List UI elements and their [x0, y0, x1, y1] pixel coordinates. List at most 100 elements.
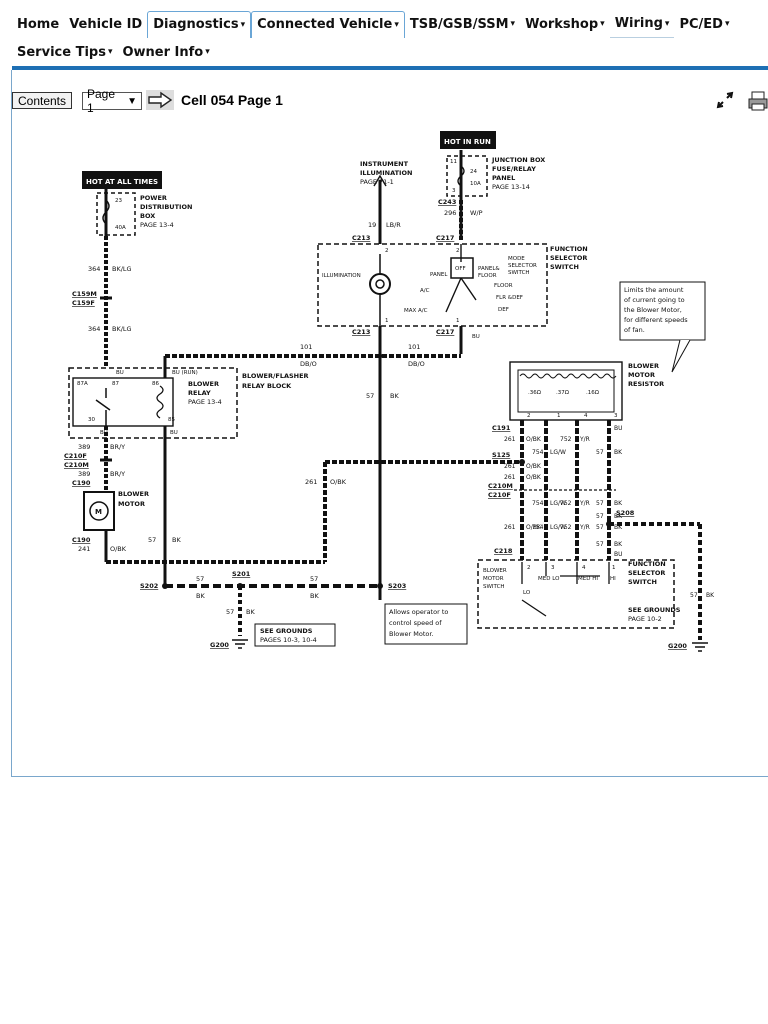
wire-color: LG/W — [550, 500, 566, 507]
wire-color: DB/O — [408, 360, 425, 368]
resistance-value: .36Ω — [528, 390, 541, 396]
arrow-right-icon — [148, 91, 173, 109]
wire-number: 57 — [690, 592, 698, 599]
nav-connected-vehicle[interactable]: Connected Vehicle▾ — [251, 10, 405, 38]
resistance-value: .37Ω — [556, 390, 569, 396]
nav-tsb-gsb-ssm[interactable]: TSB/GSB/SSM▾ — [405, 11, 520, 37]
wire-color: O/BK — [526, 474, 542, 481]
connector-label: C210M — [64, 461, 89, 469]
chevron-down-icon: ▾ — [664, 18, 670, 29]
jb-label: PAGE 13-14 — [492, 183, 530, 191]
pin-number: 85 — [168, 417, 175, 423]
wire-color: BU — [116, 370, 124, 376]
wire-number: 19 — [368, 221, 376, 229]
resistor-label: BLOWER — [628, 362, 659, 370]
wire-number: 261 — [504, 463, 516, 470]
inst-label: ILLUMINATION — [360, 169, 412, 177]
wire-number: 261 — [504, 524, 516, 531]
resistor-label: RESISTOR — [628, 380, 664, 388]
switch-label: SWITCH — [483, 584, 505, 590]
connector-label: C217 — [436, 328, 454, 336]
wire-color: Y/R — [579, 500, 590, 507]
nav-home[interactable]: Home — [12, 11, 64, 37]
pin-number: 1 — [385, 318, 389, 324]
wire-color: BK — [390, 392, 399, 400]
connector-label: C217 — [436, 234, 454, 242]
wire-color: BK — [614, 541, 623, 548]
mode-label: SELECTOR — [508, 263, 537, 269]
switch-position: FLR &DEF — [496, 295, 523, 301]
wire-number: 296 — [444, 209, 456, 217]
page-select-value: Page 1 — [87, 87, 116, 115]
hot-at-all-times-label: HOT AT ALL TIMES — [86, 178, 158, 186]
fss2-label: SELECTOR — [628, 569, 665, 577]
resistance-value: .16Ω — [586, 390, 599, 396]
pdb-label: DISTRIBUTION — [140, 203, 192, 211]
splice-label: S208 — [616, 509, 635, 517]
fuse-rating: 10A — [470, 181, 481, 187]
nav-label: Workshop — [525, 16, 599, 32]
connector-label: C218 — [494, 547, 513, 555]
nav-pc-ed[interactable]: PC/ED▾ — [674, 11, 734, 37]
chevron-down-icon: ▾ — [205, 47, 210, 57]
wire-number: 57 — [596, 500, 604, 507]
pin-number: 1 — [557, 413, 561, 419]
connector-label: C190 — [72, 536, 91, 544]
switch-position: A/C — [420, 288, 430, 294]
nav-wiring[interactable]: Wiring▾ — [609, 11, 675, 38]
switch-position: MED LO — [538, 576, 560, 582]
expand-icon[interactable] — [715, 90, 735, 110]
chevron-down-icon: ▾ — [107, 47, 113, 57]
wire-color: O/BK — [110, 545, 127, 553]
wire-number: 57 — [596, 449, 604, 456]
fuse-pin: 3 — [452, 188, 456, 194]
wire-number: 261 — [305, 478, 317, 486]
fuse-rating: 40A — [115, 225, 126, 231]
ground-label: G200 — [210, 641, 229, 649]
callout-text: control speed of — [389, 619, 442, 627]
switch-label: BLOWER — [483, 568, 507, 574]
callout-text: of current going to — [624, 296, 685, 304]
pin-number: 1 — [612, 565, 616, 571]
nav-owner-info[interactable]: Owner Info▾ — [117, 39, 214, 65]
wire-number: 389 — [78, 443, 90, 451]
wire-number: 101 — [408, 343, 420, 351]
inst-label: PAGE 71-1 — [360, 178, 394, 186]
wire-color: Y/R — [579, 524, 590, 531]
pin-number: 87 — [112, 381, 119, 387]
pin-number: 87A — [77, 381, 88, 387]
print-icon[interactable] — [748, 90, 768, 112]
blower-relay — [72, 377, 174, 427]
connector-label: C213 — [352, 328, 370, 336]
nav-vehicle-id[interactable]: Vehicle ID — [64, 11, 147, 37]
wire-number: 752 — [560, 500, 572, 507]
next-page-arrow-icon[interactable] — [146, 90, 174, 110]
wire-number: 57 — [596, 524, 604, 531]
pdb-label: POWER — [140, 194, 167, 202]
wire-color: BU — [100, 430, 108, 436]
splice-label: S203 — [388, 582, 406, 590]
wire-color: BK — [614, 500, 623, 507]
wire-number: 57 — [148, 536, 156, 544]
motor-symbol: M — [95, 508, 102, 516]
contents-button[interactable]: Contents — [12, 92, 72, 109]
resistor-label: MOTOR — [628, 371, 655, 379]
page-select[interactable]: Page 1▼ — [82, 87, 142, 115]
fuse-number: 24 — [470, 169, 477, 175]
mode-label: MODE — [508, 256, 525, 262]
blower-motor-label: BLOWER — [118, 490, 149, 498]
junction-box — [446, 155, 488, 197]
nav-service-tips[interactable]: Service Tips▾ — [12, 39, 117, 65]
nav-workshop[interactable]: Workshop▾ — [520, 11, 610, 37]
function-selector-switch — [317, 243, 548, 327]
callout-text: Allows operator to — [389, 608, 448, 616]
blower-motor-resistor — [509, 361, 623, 421]
chevron-down-icon: ▾ — [394, 19, 399, 30]
illumination-lamp-icon — [369, 273, 391, 295]
switch-position: FLOOR — [478, 273, 497, 279]
wire-color: BK/LG — [112, 265, 132, 273]
nav-diagnostics[interactable]: Diagnostics▾ — [147, 10, 252, 38]
wire-number: 752 — [560, 524, 572, 531]
wire-color: BK — [246, 608, 255, 616]
